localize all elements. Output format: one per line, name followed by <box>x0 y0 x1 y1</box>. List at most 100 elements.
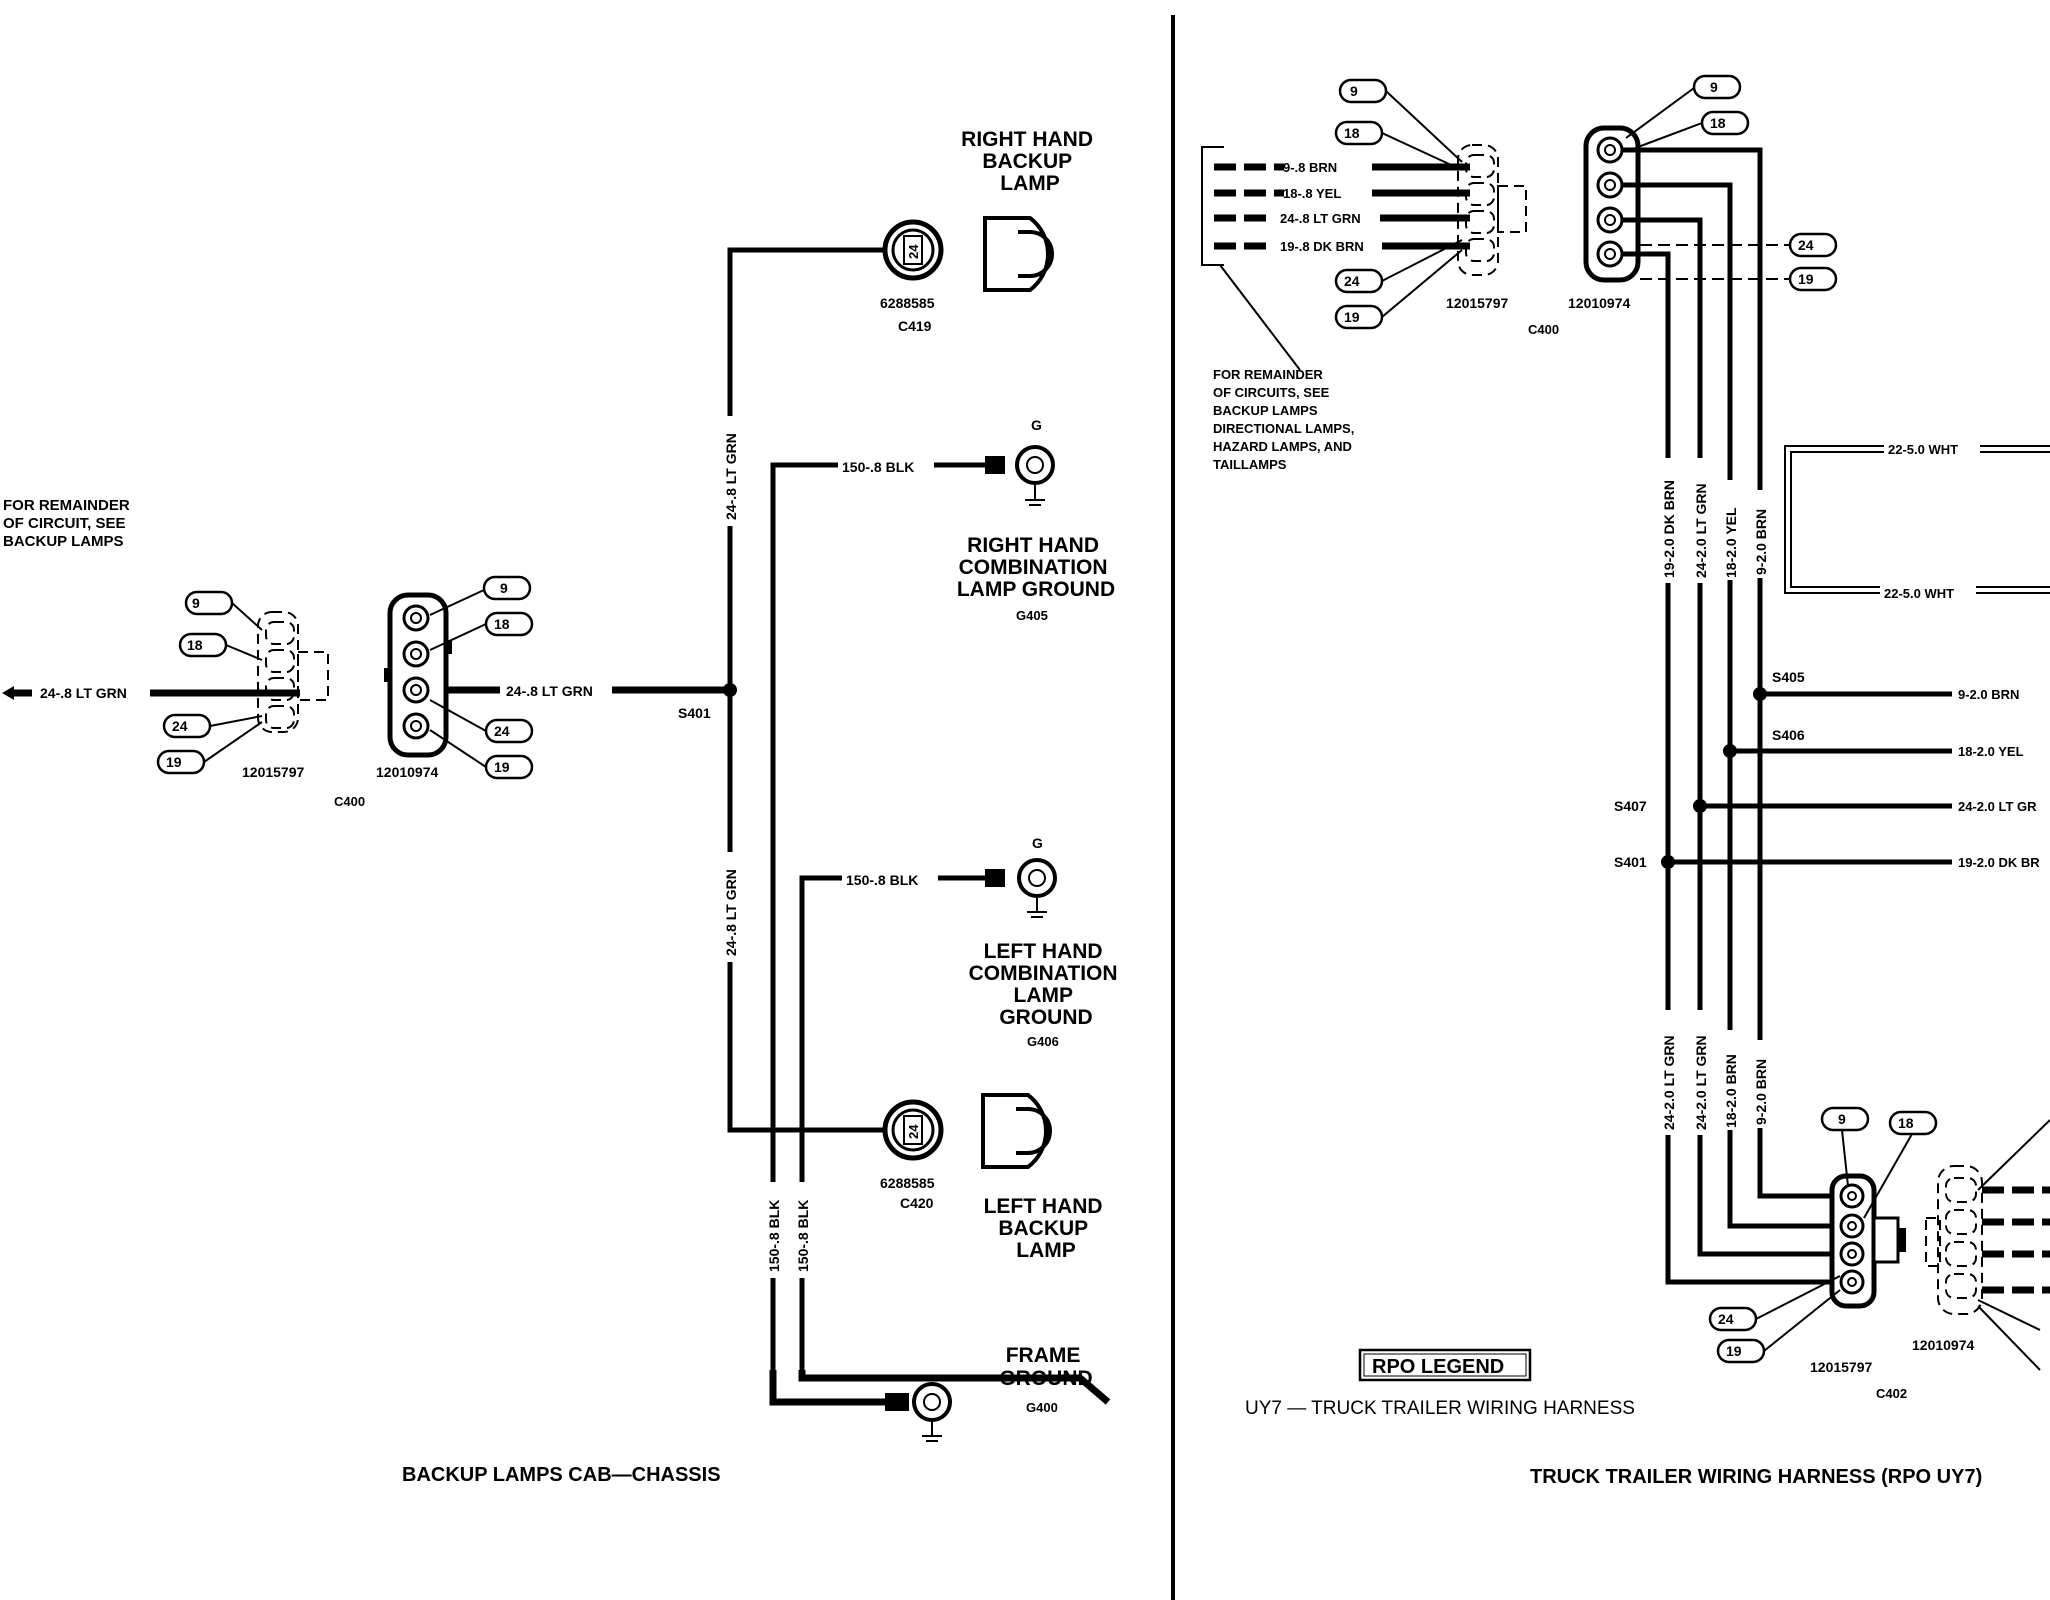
wht-top-label: 22-5.0 WHT <box>1888 442 1958 457</box>
pin-19-a: 19 <box>166 754 182 770</box>
top-wire-3: 24-.8 LT GRN <box>1280 211 1361 226</box>
socket-c420-pin: 24 <box>906 1124 921 1139</box>
wire-main-right-label: 24-.8 LT GRN <box>506 683 593 699</box>
c400r-id: C400 <box>1528 322 1559 337</box>
c420-id: C420 <box>900 1195 934 1211</box>
c402-pin-24: 24 <box>1718 1311 1734 1327</box>
connector-a-part: 12015797 <box>242 764 305 780</box>
c400r-pin-19: 19 <box>1344 309 1360 325</box>
lh-ground-label: LEFT HAND COMBINATION LAMP GROUND <box>969 940 1124 1029</box>
vert-upper-4: 9-2.0 BRN <box>1753 509 1769 575</box>
frame-ground-label: FRAME GROUND <box>999 1344 1092 1390</box>
c402-pin-9: 9 <box>1838 1111 1846 1127</box>
wht-bottom-label: 22-5.0 WHT <box>1884 586 1954 601</box>
c400r-out-pin-19: 19 <box>1798 271 1814 287</box>
lh-ground-id: G406 <box>1027 1034 1059 1049</box>
ground-g400 <box>885 1382 952 1442</box>
c400r-part-b: 12010974 <box>1568 295 1631 311</box>
vert-lower-4: 9-2.0 BRN <box>1753 1059 1769 1125</box>
g405-g-label: G <box>1031 417 1042 433</box>
wire-vert-lower-label: 24-.8 LT GRN <box>723 869 739 956</box>
vert-wire-19 <box>1622 251 1838 1285</box>
ground-g405 <box>985 445 1055 506</box>
c402-part-b: 12010974 <box>1912 1337 1975 1353</box>
c402-pin-18: 18 <box>1898 1115 1914 1131</box>
c400r-pin-24: 24 <box>1344 273 1360 289</box>
splice-s401-right <box>1661 855 1675 869</box>
connector-c400-a <box>250 611 329 733</box>
pin-19-b: 19 <box>494 759 510 775</box>
c400r-part-a: 12015797 <box>1446 295 1509 311</box>
top-wire-1: 9-.8 BRN <box>1283 160 1337 175</box>
wht-loop-inner <box>1790 451 2050 588</box>
branch-9-label: 9-2.0 BRN <box>1958 687 2019 702</box>
c420-part: 6288585 <box>880 1175 935 1191</box>
wht-loop-outer <box>1784 445 2050 594</box>
g406-g-label: G <box>1032 835 1043 851</box>
vert-lower-1: 24-2.0 LT GRN <box>1661 1035 1677 1130</box>
pin-24-b: 24 <box>494 723 510 739</box>
top-wire-2: 18-.8 YEL <box>1283 186 1341 201</box>
branch-19-label: 19-2.0 DK BR <box>1958 855 2040 870</box>
c419-part: 6288585 <box>880 295 935 311</box>
pin-9-b: 9 <box>500 580 508 596</box>
c402-id: C402 <box>1876 1386 1907 1401</box>
lh-backup-lamp-bulb <box>981 1093 1052 1169</box>
vert-wire-18 <box>1622 182 1838 1229</box>
connector-c400-b <box>384 592 452 758</box>
top-wires <box>1214 163 1470 250</box>
left-diagram-title: BACKUP LAMPS CAB—CHASSIS <box>402 1464 721 1486</box>
frame-ground-id: G400 <box>1026 1400 1058 1415</box>
splice-s401-label: S401 <box>678 705 711 721</box>
vert-wire-24 <box>1622 217 1838 1257</box>
c402-part-a: 12015797 <box>1810 1359 1873 1375</box>
pin-24-a: 24 <box>172 718 188 734</box>
wire-blk-v2-label: 150-.8 BLK <box>795 1200 811 1272</box>
lh-backup-lamp-label: LEFT HAND BACKUP LAMP <box>984 1195 1109 1262</box>
remainder-note-right: FOR REMAINDER OF CIRCUITS, SEE BACKUP LA… <box>1213 367 1358 472</box>
harness-bracket <box>1201 146 1224 266</box>
c402-pin-19: 19 <box>1726 1343 1742 1359</box>
vert-upper-2: 24-2.0 LT GRN <box>1693 483 1709 578</box>
splice-s406-label: S406 <box>1772 727 1805 743</box>
rpo-legend-title: RPO LEGEND <box>1372 1356 1504 1378</box>
backup-lamps-diagram: FOR REMAINDER OF CIRCUIT, SEE BACKUP LAM… <box>2 128 1124 1486</box>
c400rb-pin-18: 18 <box>1710 115 1726 131</box>
connector-b-part: 12010974 <box>376 764 439 780</box>
rpo-legend-box <box>1358 1348 1532 1382</box>
vert-lower-2: 24-2.0 LT GRN <box>1693 1035 1709 1130</box>
wire-blk-frame-1 <box>769 1370 890 1406</box>
socket-c419 <box>882 219 944 281</box>
wire-blk-1-label: 150-.8 BLK <box>842 459 914 475</box>
wire-blk-2-label: 150-.8 BLK <box>846 872 918 888</box>
splice-s406 <box>1723 744 1737 758</box>
splice-s401-right-label: S401 <box>1614 854 1647 870</box>
rh-backup-lamp-bulb <box>983 216 1054 292</box>
c400rb-pin-9: 9 <box>1710 79 1718 95</box>
c400-connector-a <box>1457 144 1527 276</box>
pin-18-a: 18 <box>187 637 203 653</box>
c402-connector-a <box>1829 1173 1906 1309</box>
branch-18-label: 18-2.0 YEL <box>1958 744 2024 759</box>
wire-blk-v1-label: 150-.8 BLK <box>766 1200 782 1272</box>
c400r-pin-18: 18 <box>1344 125 1360 141</box>
wire-vert-lower <box>727 690 888 1133</box>
c400r-pin-9: 9 <box>1350 83 1358 99</box>
wire-blk-frame-3 <box>798 1370 1111 1405</box>
rh-backup-lamp-label: RIGHT HAND BACKUP LAMP <box>961 128 1099 195</box>
branch-24-label: 24-2.0 LT GR <box>1958 799 2037 814</box>
wire-vert-upper-label: 24-.8 LT GRN <box>723 433 739 520</box>
c402-connector-b <box>1925 1119 2050 1371</box>
vert-wire-9 <box>1622 147 1838 1199</box>
rh-ground-id: G405 <box>1016 608 1048 623</box>
ground-g406 <box>985 858 1057 918</box>
trailer-harness-diagram: 9-.8 BRN 18-.8 YEL 24-.8 LT GRN 19-.8 DK… <box>1201 74 2050 1488</box>
pin-9-a: 9 <box>192 595 200 611</box>
remainder-note-left: FOR REMAINDER OF CIRCUIT, SEE BACKUP LAM… <box>3 497 134 550</box>
vert-lower-3: 18-2.0 BRN <box>1723 1054 1739 1128</box>
splice-s407 <box>1693 799 1707 813</box>
connector-id: C400 <box>334 794 365 809</box>
wire-main-left-label: 24-.8 LT GRN <box>40 685 127 701</box>
pin-18-b: 18 <box>494 616 510 632</box>
